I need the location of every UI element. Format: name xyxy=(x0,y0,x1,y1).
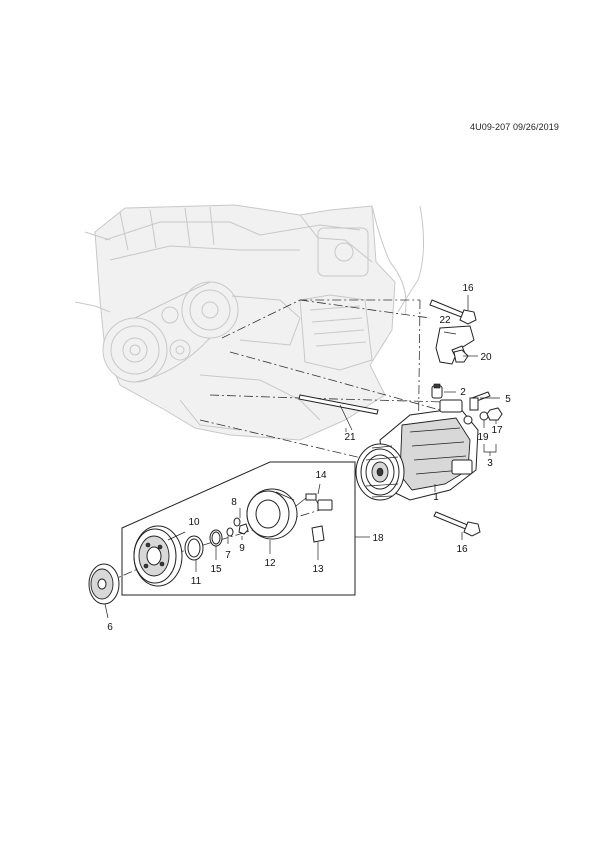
callout-20: 20 xyxy=(480,352,492,363)
callout-22: 22 xyxy=(439,315,451,326)
callout-10: 10 xyxy=(188,517,200,528)
part-13-clip xyxy=(311,525,325,543)
part-9-bolt xyxy=(238,523,249,535)
callout-11: 11 xyxy=(191,576,202,587)
callout-18: 18 xyxy=(372,533,384,544)
callout-5: 5 xyxy=(505,394,511,405)
part-12-field-coil xyxy=(246,488,298,540)
leader-lines xyxy=(104,295,500,619)
part-16-bolt-lower xyxy=(433,511,481,537)
callout-21: 21 xyxy=(344,432,356,443)
part-15-ring xyxy=(209,529,223,547)
callout-2: 2 xyxy=(460,387,466,398)
callout-13: 13 xyxy=(312,564,324,575)
callout-labels: 16 22 20 2 5 19 17 3 21 1 14 8 10 9 7 15… xyxy=(107,283,511,633)
part-10-clutch-pulley xyxy=(133,525,183,587)
part-6-front-plate xyxy=(88,563,120,605)
part-14-connector xyxy=(295,493,333,511)
callout-14: 14 xyxy=(315,470,327,481)
callout-16-lower: 16 xyxy=(456,544,468,555)
engine-block-ghost xyxy=(74,204,425,441)
callout-12: 12 xyxy=(264,558,276,569)
callout-6: 6 xyxy=(107,622,113,633)
part-8-washer xyxy=(233,517,241,527)
callout-19: 19 xyxy=(477,432,489,443)
callout-15: 15 xyxy=(210,564,222,575)
part-7-washer xyxy=(226,527,234,537)
part-17-nut xyxy=(486,407,503,421)
part-1-compressor xyxy=(355,399,479,501)
callout-8: 8 xyxy=(231,497,237,508)
callout-16-upper: 16 xyxy=(462,283,474,294)
callout-9: 9 xyxy=(239,543,245,554)
callout-7: 7 xyxy=(225,550,231,561)
part-19-washer xyxy=(479,411,489,421)
callout-1: 1 xyxy=(433,492,439,503)
callout-3: 3 xyxy=(487,458,493,469)
part-16-bolt-upper xyxy=(429,299,477,325)
part-21-stud xyxy=(298,394,379,431)
clutch-kit-box-18 xyxy=(121,461,356,596)
part-20-nut xyxy=(453,349,469,363)
part-2-valve xyxy=(431,383,443,399)
part-5-stud xyxy=(469,391,491,411)
callout-17: 17 xyxy=(491,425,503,436)
part-11-snap-ring xyxy=(184,535,204,561)
document-id: 4U09-207 09/26/2019 xyxy=(470,122,559,132)
